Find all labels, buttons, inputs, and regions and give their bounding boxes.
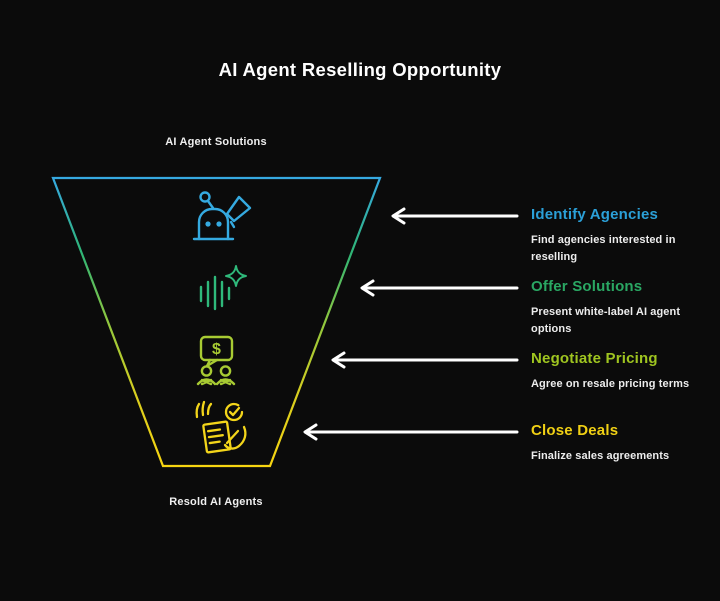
page-title: AI Agent Reselling Opportunity bbox=[218, 59, 502, 81]
funnel-top-label: AI Agent Solutions bbox=[165, 136, 267, 148]
stage-1-title: Identify Agencies bbox=[531, 206, 659, 223]
arrow-left-icon bbox=[391, 207, 519, 225]
stage-3-description: Agree on resale pricing terms bbox=[531, 378, 690, 390]
waveform-sparkle-icon bbox=[199, 265, 247, 311]
stage-4-title: Close Deals bbox=[531, 422, 619, 439]
stage-3-title: Negotiate Pricing bbox=[531, 350, 658, 367]
stage-1-description: Find agencies interested in reselling bbox=[531, 234, 676, 264]
arrow-left-icon bbox=[303, 423, 519, 441]
contract-check-icon bbox=[195, 400, 247, 454]
dollar-symbol: $ bbox=[212, 341, 221, 358]
stage-2-description: Present white-label AI agent options bbox=[531, 306, 681, 336]
robot-megaphone-icon bbox=[192, 191, 252, 241]
arrow-left-icon bbox=[331, 351, 519, 369]
funnel-outline bbox=[51, 176, 382, 468]
arrow-left-icon bbox=[360, 279, 519, 297]
stage-2-title: Offer Solutions bbox=[531, 278, 643, 295]
stage-4-description: Finalize sales agreements bbox=[531, 450, 670, 462]
funnel-bottom-label: Resold AI Agents bbox=[169, 496, 263, 508]
price-chat-icon: $ bbox=[196, 335, 236, 386]
